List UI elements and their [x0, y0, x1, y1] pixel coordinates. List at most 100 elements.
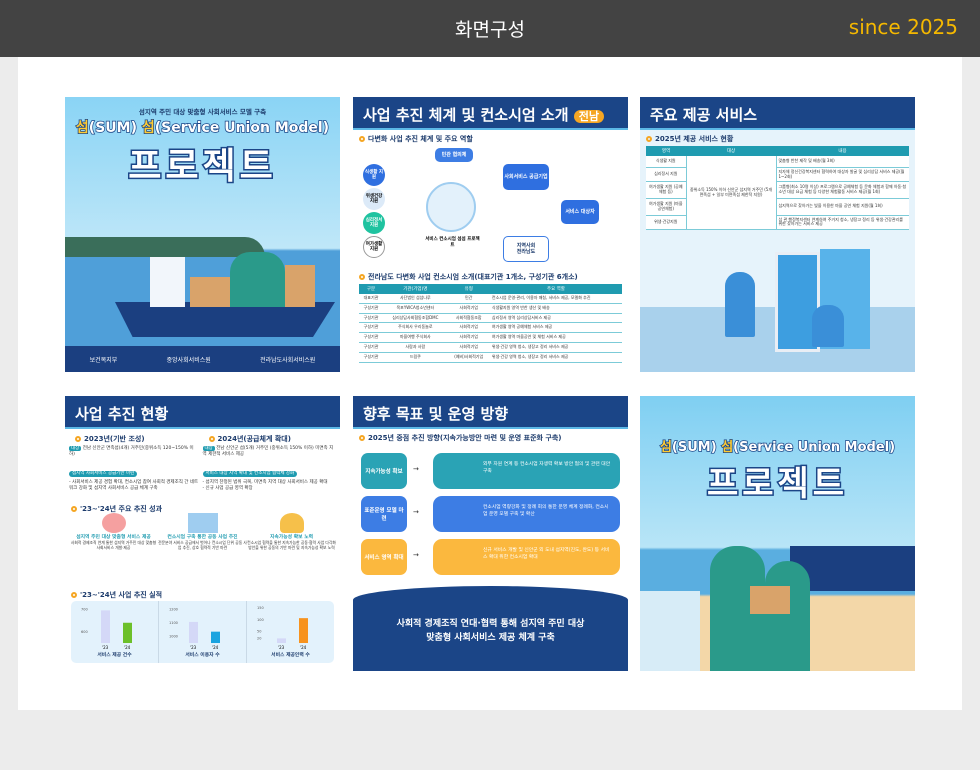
table-cell: 구성기관	[359, 322, 384, 334]
circle-food: 식생활 지원	[363, 164, 385, 186]
chart-title: 서비스 이용자 수	[185, 653, 220, 658]
target-tag: 대상	[69, 446, 82, 451]
category-label: '23	[102, 645, 109, 649]
year-2024-title: 2024년(공급체계 확대)	[203, 430, 337, 446]
content-cell: 맞춤형 반찬 제작 및 배송(월 3회)	[776, 156, 909, 168]
table-cell: 구성기관	[359, 303, 384, 314]
title-service-union: (Service Union Model)	[732, 439, 896, 456]
ship-cabin	[150, 257, 185, 307]
table-cell: 민간	[447, 294, 490, 304]
table-header: 기관(기업)명	[383, 284, 448, 294]
table-cell: 여가생활 영역 공예체험 서비스 제공	[489, 322, 622, 334]
arrow-icon: →	[413, 465, 419, 473]
card-goals[interactable]: 향후 목표 및 운영 방향 2025년 중점 추진 방향(지속가능방안 마련 및…	[353, 396, 628, 671]
table-cell: 주식회사 우리동놀로	[383, 322, 448, 334]
table-cell: 사단법인 섬섬나루	[383, 294, 448, 304]
tick-label: 150	[257, 606, 264, 610]
title-sum-char: 섬	[75, 119, 89, 137]
section-heading: 2025년 중점 추진 방향(지속가능방안 마련 및 운영 표준화 구축)	[353, 429, 628, 445]
ship	[790, 546, 915, 591]
year-2023-title: 2023년(기반 조성)	[69, 430, 199, 446]
region-badge: 전남	[573, 110, 604, 123]
table-cell: 컨소시엄 운영·관리, 이용자 매칭, 서비스 제공, 모델화 추진	[489, 294, 622, 304]
category-label: '24	[212, 645, 219, 649]
target-text: 전남 신안군 섬(5개) 거주민 (중위소득 150% 이하) 미면족 지역 제…	[202, 446, 334, 458]
card-cover-2[interactable]: 섬(SUM) 섬(Service Union Model) 프로젝트	[640, 396, 915, 671]
tick-label: 1200	[169, 608, 178, 612]
bar	[277, 638, 286, 643]
area-cell: 여가생활 지원 (마을공연체험)	[646, 198, 686, 216]
province-label: 전라남도	[516, 249, 536, 255]
page-title: 화면구성	[455, 19, 525, 41]
table-cell: 구성기관	[359, 332, 384, 343]
content-cell: 섬지역으로 찾아가는 빛을 이용한 마을 공연 체험 지원(월 1회)	[776, 198, 909, 216]
area-cell: 식생활 지원	[646, 156, 686, 168]
buildings-icon	[187, 513, 218, 533]
tick-label: 50	[257, 629, 261, 633]
year-2024-bullet: - 섬지역 찬정된 범위 극복, 미면족 지역 대상 사회서비스 제공 확대	[202, 479, 328, 485]
table-cell: 여가생활 영역 마을공연 및 체험 서비스 제공	[489, 332, 622, 343]
volunteer-woman	[765, 561, 810, 671]
node-supplier: 사회서비스 공급기업	[503, 164, 549, 190]
card-header: 사업 추진 체계 및 컨소시엄 소개 전남	[353, 97, 628, 130]
table-row: 여가생활 지원 (마을공연체험) 섬지역으로 찾아가는 빛을 이용한 마을 공연 …	[646, 198, 909, 216]
goal-label: 서비스 영역 확대	[361, 539, 407, 575]
achievement-title: 지속가능성 확보 노력	[269, 535, 314, 540]
table-cell: 위생·건강 영역 청소, 냉장고 정리 서비스 제공	[489, 342, 622, 353]
card-header: 사업 추진 현황	[65, 396, 340, 429]
tick-label: 1000	[169, 634, 178, 638]
category-label: '23	[278, 645, 285, 649]
bar	[101, 610, 110, 643]
card-progress[interactable]: 사업 추진 현황 2023년(기반 조성) 대상 전남 신안군 면족섬(4개) …	[65, 396, 340, 671]
bar	[211, 631, 220, 643]
logo-ministry: 보건복지부	[89, 356, 118, 364]
title-sum-char: 섬	[659, 439, 672, 456]
goal-label: 지속가능성 확보	[361, 453, 407, 489]
table-cell: 위생·건강 영역 청소, 냉장고 정리 서비스 제공	[489, 352, 622, 363]
category-label: '24	[300, 645, 307, 649]
table-cell: 구성기관	[359, 342, 384, 353]
title-sum: (SUM)	[671, 439, 722, 456]
node-target: 서비스 대상자	[561, 200, 599, 224]
bar	[189, 621, 198, 643]
island	[65, 237, 265, 257]
circle-leisure: 여가생활 지원	[363, 236, 385, 258]
title-service-union: (Service Union Model)	[154, 119, 330, 137]
year-2023-label: 섬지역 사회서비스 공급기반 마련	[69, 470, 138, 477]
table-cell: 드림쿠	[383, 352, 448, 363]
table-cell: 마을여행 주식회사	[383, 332, 448, 343]
tick-label: 600	[81, 630, 88, 634]
since-label: since 2025	[848, 15, 958, 39]
title-sum-char2: 섬	[141, 119, 155, 137]
logo-central: 중앙사회서비스원	[166, 356, 211, 364]
card-cover[interactable]: 섬지역 주민 대상 맞춤형 사회서비스 모델 구축 섬(SUM) 섬(Servi…	[65, 97, 340, 372]
table-cell: 사회적협동조합	[447, 313, 490, 324]
center-consortium	[426, 182, 476, 232]
tick-label: 20	[257, 636, 261, 640]
table-cell: 사회적기업	[447, 303, 490, 314]
table-cell: (예비)사회적기업	[447, 352, 490, 363]
logo-jeonnam: 전라남도사회서비스원	[260, 356, 316, 364]
year-2023-bullet: - 사회서비스 제공 경험 확대, 컨소시엄 참여 사회적 경제조직 간 네트워…	[69, 479, 199, 492]
card-structure[interactable]: 사업 추진 체계 및 컨소시엄 소개 전남 다변화 사업 추진 체계 및 주요 …	[353, 97, 628, 372]
cover-title-project: 프로젝트	[127, 145, 277, 189]
year-2023: 2023년(기반 조성) 대상 전남 신안군 면족섬(4개) 거주민(중위소득 …	[69, 430, 203, 492]
table-cell: 구성기관	[359, 352, 384, 363]
circle-emotion: 심리정서 지원	[363, 212, 385, 234]
table-cell: 사회적기업	[447, 332, 490, 343]
table-cell: 심리정서 영역 심리상담서비스 제공	[489, 313, 622, 324]
table-cell: 사회적기업	[447, 342, 490, 353]
card-title: 사업 추진 체계 및 컨소시엄 소개	[363, 106, 569, 124]
category-label: '24	[124, 645, 131, 649]
